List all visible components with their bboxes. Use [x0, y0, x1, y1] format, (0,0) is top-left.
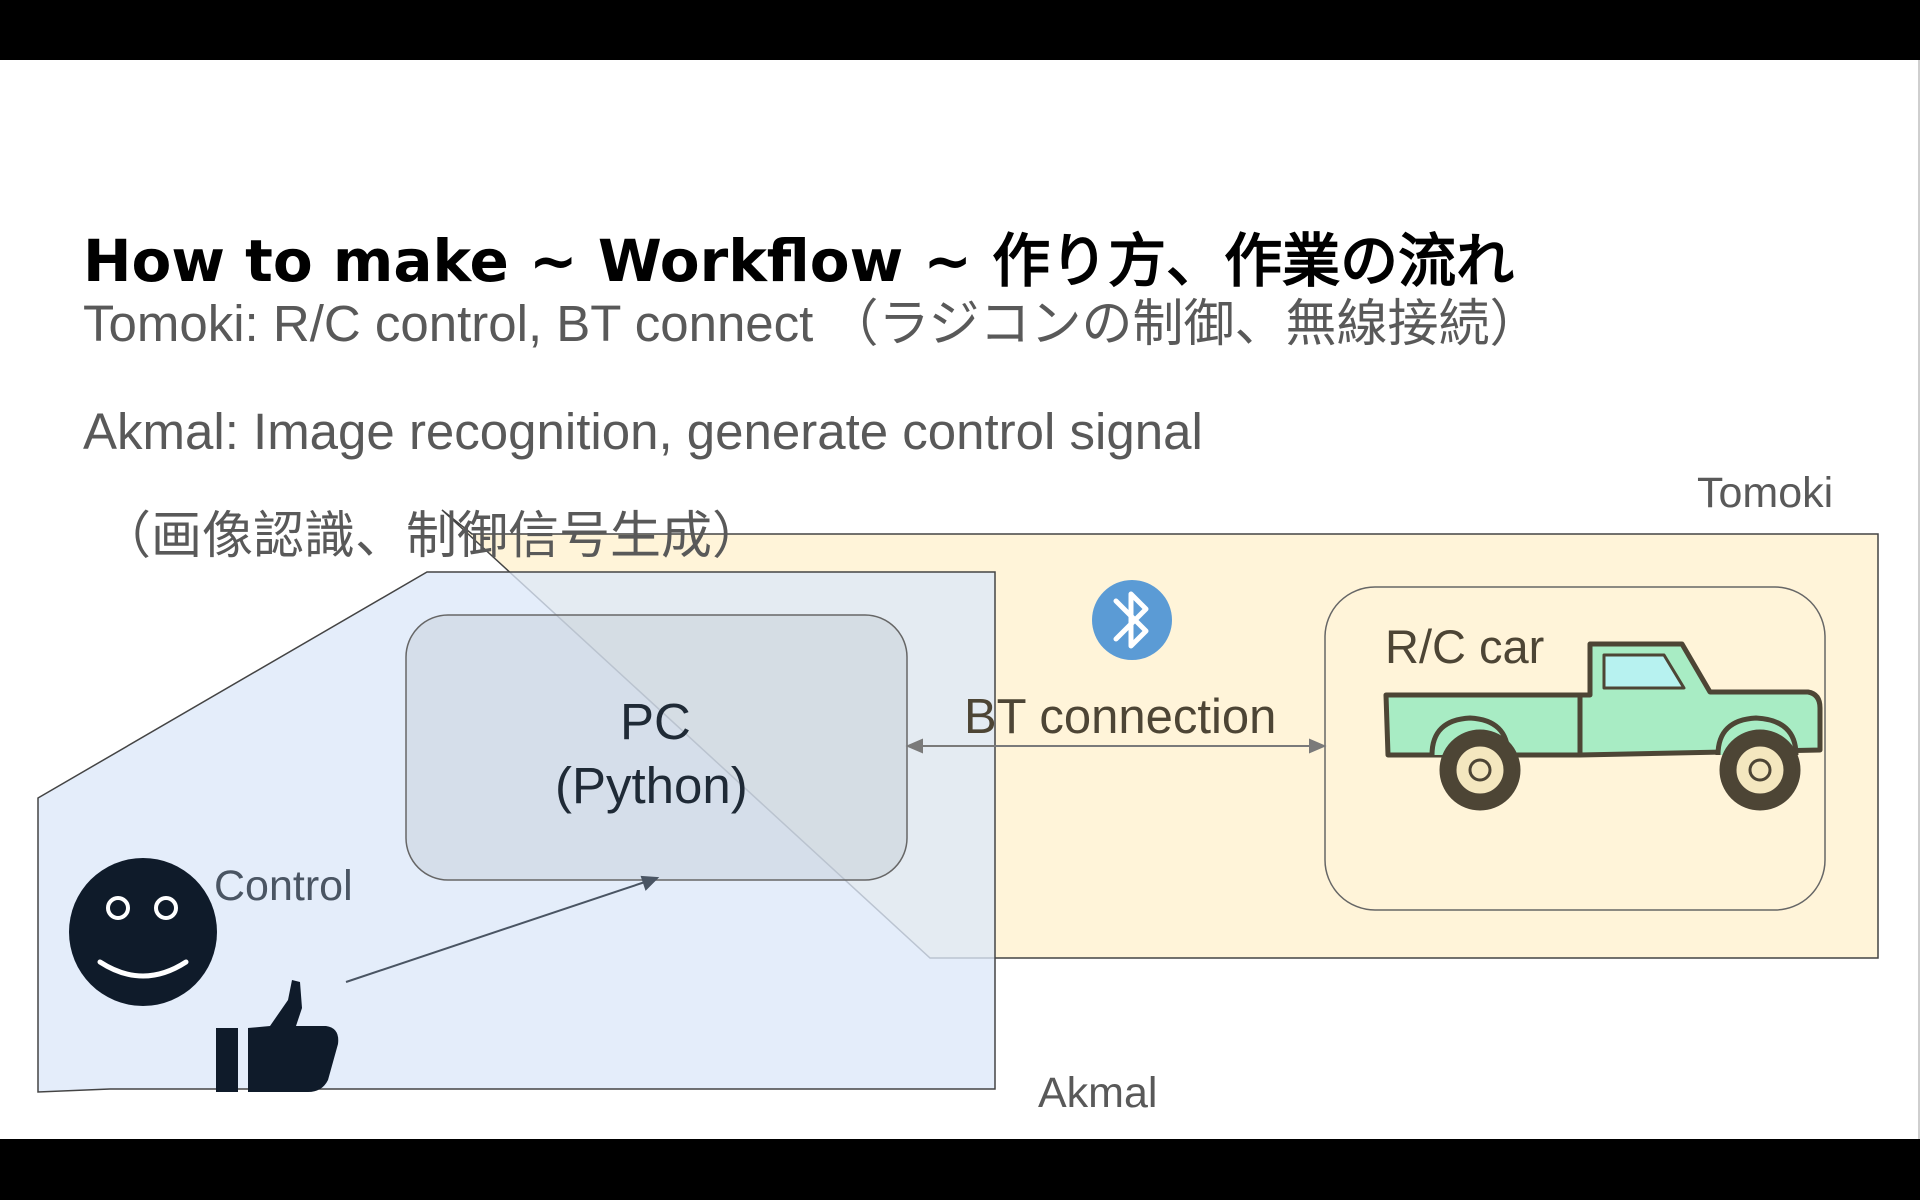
slide: How to make ~ Workflow ~ 作り方、作業の流れ Tomok… — [0, 60, 1920, 1139]
task-line-akmal: Akmal: Image recognition, generate contr… — [83, 403, 1203, 460]
rc-car-label: R/C car — [1385, 620, 1545, 673]
bt-connection-arrow — [905, 738, 1327, 754]
task-line-tomoki: Tomoki: R/C control, BT connect （ラジコンの制御… — [83, 295, 1541, 352]
task-line-akmal-jp: （画像認識、制御信号生成） — [100, 507, 764, 564]
akmal-region — [37, 571, 996, 1093]
tomoki-label: Tomoki — [1697, 469, 1834, 517]
thumbs-up-icon — [216, 980, 339, 1092]
pc-label: PC — [620, 693, 691, 750]
pickup-truck-icon — [1383, 641, 1823, 811]
smiley-face-icon — [69, 858, 217, 1006]
workflow-diagram — [37, 509, 1879, 1093]
pc-box — [405, 614, 908, 881]
akmal-label: Akmal — [1038, 1069, 1158, 1117]
bt-connection-label: BT connection — [964, 690, 1277, 744]
slide-title: How to make ~ Workflow ~ 作り方、作業の流れ — [83, 227, 1515, 295]
bluetooth-icon — [1092, 580, 1172, 660]
control-label: Control — [214, 862, 353, 910]
pc-sublabel: (Python) — [555, 757, 748, 814]
control-arrow — [345, 875, 660, 983]
rc-car-box — [1324, 586, 1826, 911]
